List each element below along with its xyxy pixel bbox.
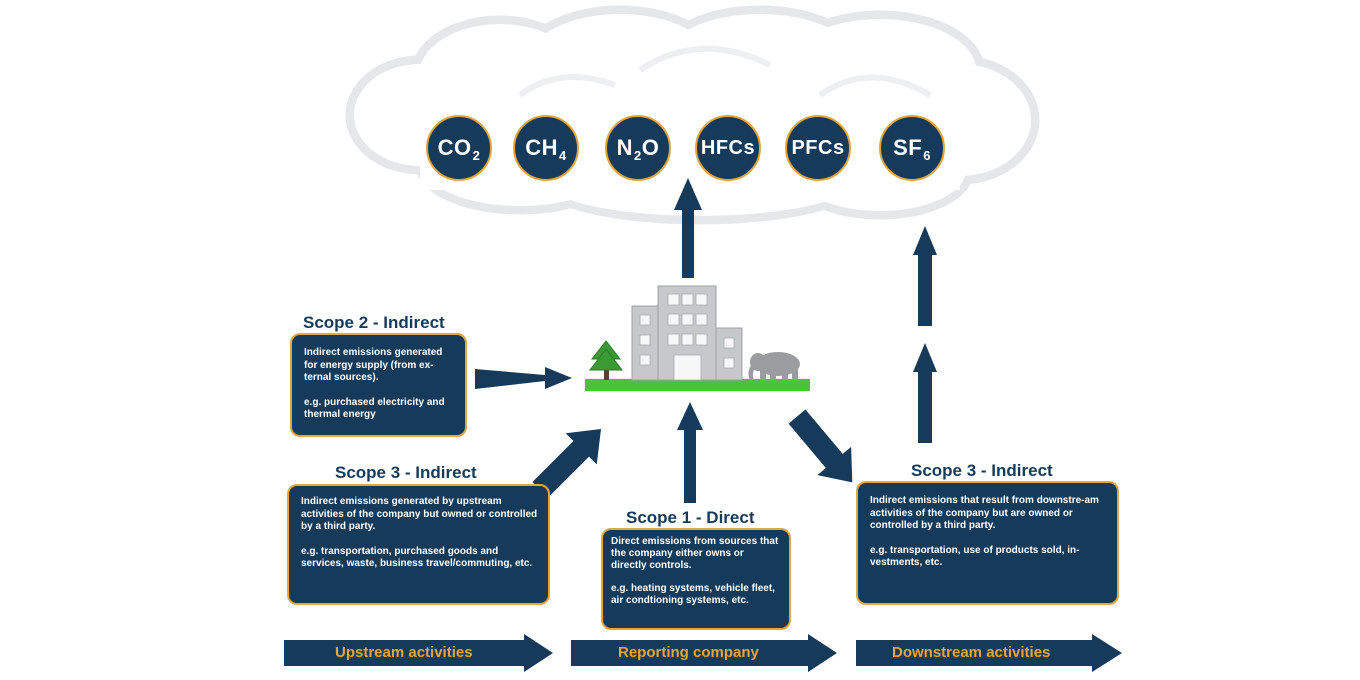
scope1-box: Direct emissions from sources that the c… (601, 528, 791, 630)
elephant-icon (748, 352, 800, 380)
arrow-to-gases (674, 178, 702, 278)
scope2-box: Indirect emissions generated for energy … (290, 333, 467, 437)
scope3-downstream-description: Indirect emissions that result from down… (870, 495, 1099, 531)
scope1-example: e.g. heating systems, vehicle fleet, air… (611, 583, 775, 606)
scope3-downstream-example: e.g. transportation, use of products sol… (870, 544, 1080, 569)
arrow-downstream (788, 409, 853, 483)
scope3-upstream-description: Indirect emissions generated by upstream… (301, 496, 538, 532)
scope3-upstream-title: Scope 3 - Indirect (335, 463, 477, 482)
ground (585, 379, 810, 391)
arrow-upstream (532, 428, 602, 498)
tree-icon (588, 340, 624, 380)
gas-hfcs: HFCs (695, 115, 761, 181)
band-arrow-reporting (571, 634, 837, 672)
arrow-downstream-up-2 (913, 226, 937, 326)
arrow-downstream-up-1 (913, 343, 937, 443)
scope1-title: Scope 1 - Direct (626, 508, 755, 527)
gas-pfcs: PFCs (785, 115, 851, 181)
scope3-downstream-box: Indirect emissions that result from down… (856, 481, 1119, 605)
arrow-scope1 (677, 402, 703, 503)
scope3-downstream-title: Scope 3 - Indirect (911, 461, 1053, 480)
scope1-description: Direct emissions from sources that the c… (611, 536, 779, 571)
band-arrow-upstream (284, 634, 553, 672)
building-icon (631, 285, 743, 381)
scope2-description: Indirect emissions generated for energy … (304, 347, 443, 383)
band-arrow-downstream (856, 634, 1122, 672)
scope2-example: e.g. purchased electricity and thermal e… (304, 396, 445, 421)
band-label-reporting: Reporting company (618, 644, 759, 661)
scope2-title: Scope 2 - Indirect (303, 313, 445, 332)
scope3-upstream-example: e.g. transportation, purchased goods and… (301, 545, 533, 570)
scope3-upstream-box: Indirect emissions generated by upstream… (287, 484, 550, 605)
band-label-upstream: Upstream activities (335, 644, 473, 661)
flow-arrows (475, 178, 937, 503)
arrow-scope2 (475, 367, 572, 389)
band-label-downstream: Downstream activities (892, 644, 1051, 661)
